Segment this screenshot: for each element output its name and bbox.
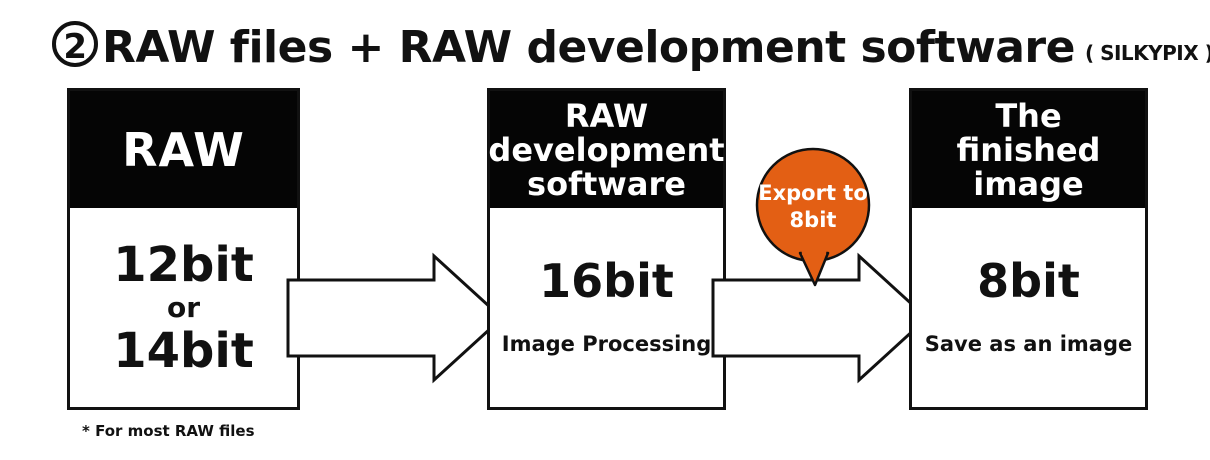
arrow-raw-to-dev-shape [286, 252, 505, 384]
footnote: * For most RAW files [82, 422, 255, 440]
dev-software-box-header: RAW development software [488, 91, 725, 208]
export-badge-line-2: 8bit [789, 208, 837, 232]
dev-header-line-3: software [527, 164, 686, 203]
raw-box-body: 12bit or 14bit [70, 208, 297, 407]
raw-bit-depth-12: 12bit [113, 236, 254, 293]
dev-software-box: RAW development software 16bit Image Pro… [487, 88, 726, 410]
finished-save-note: Save as an image [924, 331, 1133, 356]
raw-bit-depth-or: or [166, 290, 201, 324]
dev-bit-depth: 16bit [539, 253, 674, 308]
raw-box-header: RAW [70, 91, 297, 208]
title-subtitle: ( SILKYPIX ) [1084, 41, 1210, 65]
finished-bit-depth: 8bit [977, 253, 1080, 308]
export-badge-bubble [755, 147, 871, 287]
finished-image-box-body: 8bit Save as an image [912, 208, 1145, 407]
raw-box: RAW 12bit or 14bit [67, 88, 300, 410]
raw-box-header-label: RAW [122, 122, 245, 177]
arrow-raw-to-dev [286, 252, 505, 384]
dev-header-line-1: RAW [564, 96, 649, 135]
title-step-number: 2 [52, 21, 98, 67]
arrow-dev-to-final [711, 252, 930, 384]
finished-header-line-1: The [995, 96, 1062, 135]
title-main-text: RAW files + RAW development software [102, 22, 1075, 73]
dev-software-box-body: 16bit Image Processing [490, 208, 723, 407]
finished-image-box-header: The finished image [912, 91, 1145, 208]
dev-header-line-2: development [488, 130, 725, 169]
finished-header-line-2: finished [956, 130, 1101, 169]
finished-image-box: The finished image 8bit Save as an image [909, 88, 1148, 410]
export-badge: Export to 8bit [742, 138, 892, 288]
export-badge-text: Export to 8bit [742, 180, 884, 234]
dev-processing-note: Image Processing [501, 331, 712, 356]
export-badge-line-1: Export to [758, 181, 868, 205]
arrow-dev-to-final-shape [711, 252, 930, 384]
raw-bit-depth-14: 14bit [113, 322, 254, 379]
finished-header-line-3: image [973, 164, 1084, 203]
